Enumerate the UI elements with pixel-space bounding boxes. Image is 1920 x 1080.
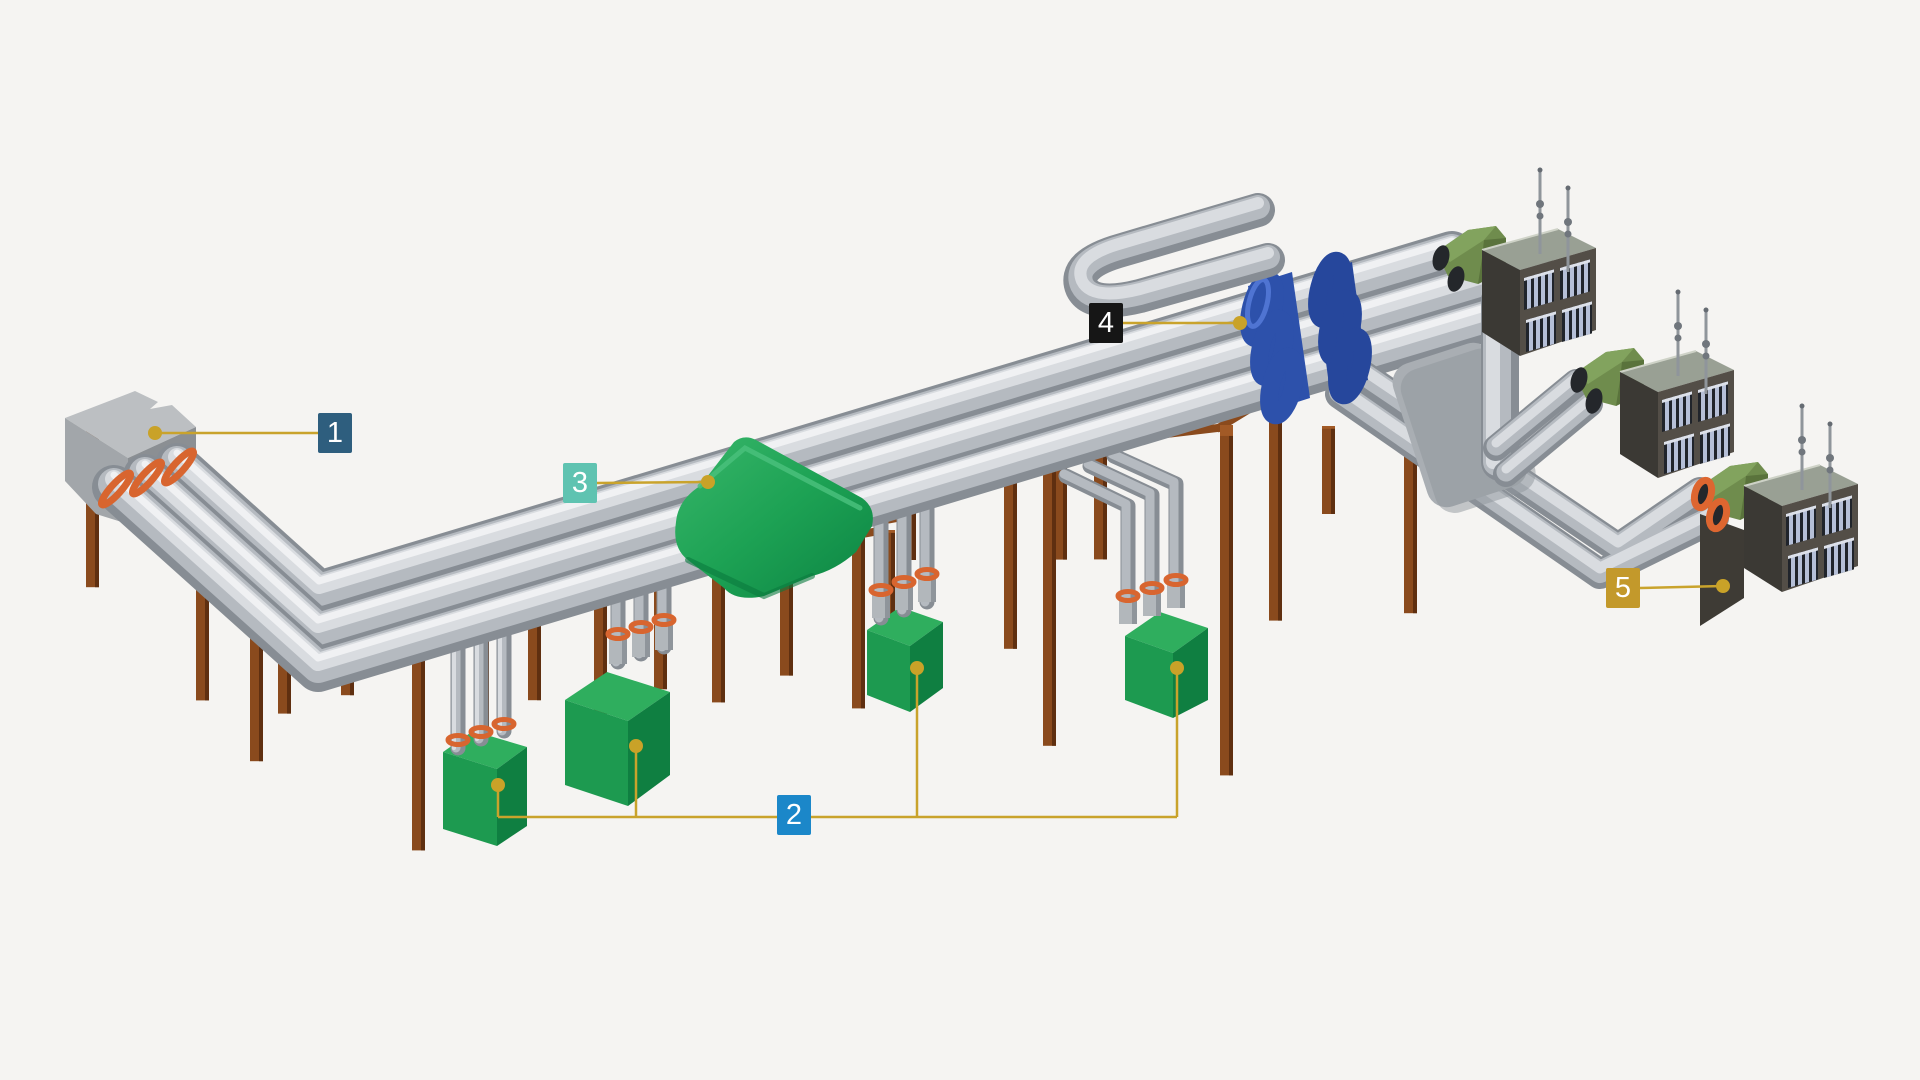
callout-4-bellows-coupling: 4: [1089, 303, 1123, 343]
pump-unit-b: [565, 672, 670, 806]
pipe-saddle-cover: [675, 437, 873, 600]
branch-pipes-mid: [1483, 369, 1603, 487]
callout-5-heat-exchanger-cabinet: 5: [1606, 568, 1640, 608]
callout-line-3: [596, 480, 709, 485]
pipe-near: [92, 279, 1570, 692]
callout-2-pump-units: 2: [777, 795, 811, 835]
callout-line-5: [1639, 584, 1724, 590]
u-loop-pipe: [1063, 193, 1285, 318]
cabinet-3-front-panel: [1700, 514, 1744, 626]
callout-dots: [148, 316, 1730, 792]
callout-1-end-supply-box: 1: [318, 413, 352, 453]
callout-lines: [155, 321, 1724, 819]
pipe-far: [155, 231, 1474, 615]
callout-3-pipe-saddle-cover: 3: [563, 463, 597, 503]
pipe-mid: [123, 246, 1554, 654]
pump-unit-a: [443, 731, 527, 846]
callout-line-2: [496, 668, 1179, 819]
main-pipes: [92, 231, 1570, 692]
pump-unit-d: [1125, 612, 1208, 718]
cabinet-3-orange-collars: [1690, 476, 1731, 533]
bellows-coupling: [1240, 251, 1372, 425]
